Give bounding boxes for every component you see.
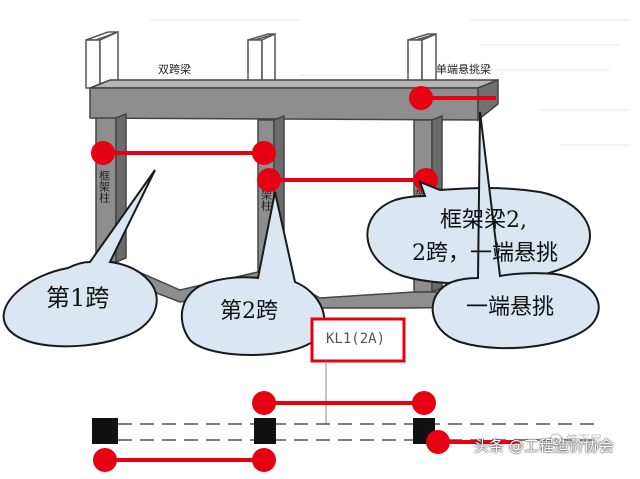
span2-start-dot: [257, 168, 281, 192]
span1-end-dot: [252, 141, 276, 165]
callout-bubbles: [2, 111, 600, 356]
cantilever-start-dot: [409, 86, 433, 110]
frame-column-label-1: 框架柱: [98, 170, 111, 204]
callout-cantilever: 一端悬挑: [466, 295, 555, 320]
watermark-logo-icon: [549, 433, 563, 447]
beam-code-label: KL1(2A): [326, 331, 386, 347]
plan-span-markers: [93, 391, 520, 472]
single-cantilever-beam-label: 单端悬挑梁: [436, 63, 491, 76]
callout-span2: 第2跨: [220, 299, 278, 324]
callout-frame-beam-line1: 框架梁2,: [440, 208, 527, 233]
background-sketch: [150, 19, 630, 146]
watermark-text: 头条 @工程造价协会: [474, 439, 614, 454]
callout-span1: 第1跨: [46, 284, 110, 312]
watermark-prefix: 头条: [474, 437, 505, 455]
double-span-beam-label: 双跨梁: [158, 63, 191, 76]
beam-code-box: [310, 317, 406, 363]
watermark-at: @: [508, 437, 524, 455]
column-tops: [85, 30, 437, 90]
frame-beam: [89, 78, 499, 122]
watermark-logo-text: 筑下层: [566, 433, 603, 447]
span1-start-dot: [91, 141, 115, 165]
bubble-cantilever: [431, 111, 600, 350]
watermark-org: 工程造价协会: [523, 437, 614, 455]
bubble-span1: [2, 169, 158, 348]
callout-frame-beam-line2: 2跨，一端悬挑: [412, 241, 558, 266]
